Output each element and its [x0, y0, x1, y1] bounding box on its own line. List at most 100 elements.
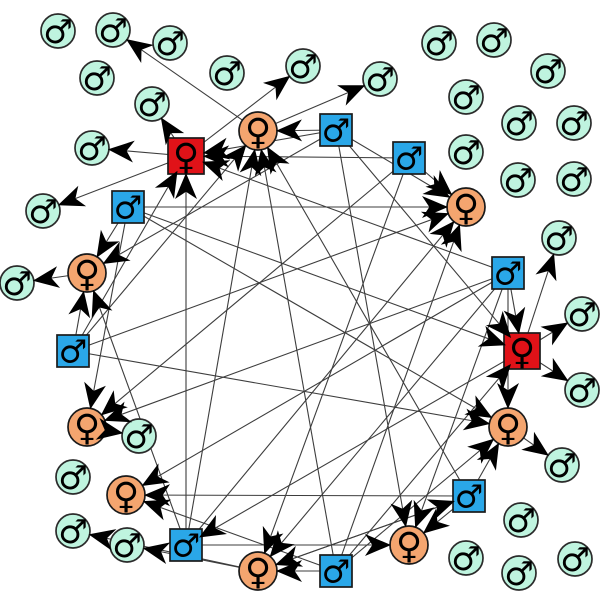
node-female-circle-orange[interactable]: ♀ — [488, 407, 528, 449]
arrowhead — [276, 119, 303, 142]
node-male-circle-cyan[interactable]: ♂ — [79, 59, 115, 98]
arrowhead — [96, 229, 120, 258]
node-male-circle-cyan[interactable]: ♂ — [40, 12, 76, 51]
node-female-circle-orange[interactable]: ♀ — [67, 253, 107, 295]
node-shape-circle — [362, 61, 398, 97]
arrowhead — [175, 173, 197, 199]
node-shape-square — [111, 190, 145, 224]
arrowhead — [413, 499, 435, 529]
node-shape-circle — [238, 111, 278, 151]
node-female-circle-orange[interactable]: ♀ — [238, 551, 278, 593]
arrowhead — [275, 545, 304, 567]
arrowhead — [88, 529, 117, 551]
node-male-square-blue[interactable]: ♂ — [169, 527, 203, 565]
arrowheads-layer — [32, 39, 569, 582]
node-female-circle-orange[interactable]: ♀ — [67, 407, 107, 449]
node-male-square-blue[interactable]: ♂ — [319, 112, 353, 150]
node-male-circle-cyan[interactable]: ♂ — [285, 47, 321, 86]
node-male-circle-cyan[interactable]: ♂ — [503, 501, 539, 540]
node-male-square-blue[interactable]: ♂ — [111, 189, 145, 227]
node-male-circle-cyan[interactable]: ♂ — [448, 133, 484, 172]
node-male-circle-cyan[interactable]: ♂ — [557, 540, 593, 579]
node-female-circle-orange[interactable]: ♀ — [389, 525, 429, 567]
edge — [86, 272, 509, 428]
node-shape-square — [169, 528, 203, 562]
node-male-circle-cyan[interactable]: ♂ — [152, 24, 188, 63]
arrowhead — [365, 534, 391, 556]
node-male-circle-cyan[interactable]: ♂ — [448, 78, 484, 117]
edge — [72, 206, 467, 352]
arrowhead — [126, 39, 154, 63]
edge — [127, 206, 509, 428]
node-shape-circle — [389, 525, 429, 565]
arrowhead — [239, 148, 262, 177]
node-female-circle-orange[interactable]: ♀ — [106, 475, 146, 517]
arrowhead — [521, 431, 549, 456]
arrowhead — [267, 146, 290, 175]
arrowhead — [199, 515, 227, 538]
node-shape-circle — [488, 407, 528, 447]
arrowhead — [202, 160, 231, 181]
node-male-circle-cyan[interactable]: ♂ — [556, 160, 592, 199]
node-male-circle-cyan[interactable]: ♂ — [109, 526, 145, 565]
node-female-square-red[interactable]: ♀ — [167, 137, 205, 178]
node-shape-circle — [448, 134, 484, 170]
node-male-circle-cyan[interactable]: ♂ — [556, 104, 592, 143]
node-male-square-blue[interactable]: ♂ — [56, 333, 90, 371]
arrowhead — [107, 140, 135, 163]
node-male-circle-cyan[interactable]: ♂ — [25, 192, 61, 231]
node-male-circle-cyan[interactable]: ♂ — [501, 554, 537, 593]
node-male-circle-cyan[interactable]: ♂ — [95, 11, 131, 50]
node-male-circle-cyan[interactable]: ♂ — [564, 371, 600, 410]
edge — [257, 130, 470, 497]
node-male-square-blue[interactable]: ♂ — [319, 553, 353, 591]
node-male-circle-cyan[interactable]: ♂ — [541, 219, 577, 258]
node-male-circle-cyan[interactable]: ♂ — [544, 446, 580, 485]
node-male-circle-cyan[interactable]: ♂ — [500, 161, 536, 200]
edge — [86, 157, 410, 428]
node-shape-circle — [67, 253, 107, 293]
edge — [257, 495, 470, 572]
edge — [86, 272, 187, 546]
node-male-circle-cyan[interactable]: ♂ — [530, 52, 566, 91]
node-male-circle-cyan[interactable]: ♂ — [362, 60, 398, 99]
node-shape-circle — [95, 12, 131, 48]
arrowhead — [221, 144, 247, 172]
arrowhead — [476, 442, 500, 471]
edge — [185, 130, 259, 546]
node-male-circle-cyan[interactable]: ♂ — [501, 104, 537, 143]
node-male-circle-cyan[interactable]: ♂ — [55, 512, 91, 551]
node-shape-circle — [285, 48, 321, 84]
edge — [257, 157, 410, 572]
arrowhead — [485, 364, 511, 391]
node-male-circle-cyan[interactable]: ♂ — [74, 129, 110, 168]
edge — [72, 155, 187, 352]
node-male-square-blue[interactable]: ♂ — [452, 478, 486, 516]
node-shape-circle — [564, 296, 600, 332]
arrowhead — [467, 438, 495, 464]
node-shape-circle — [0, 265, 35, 301]
node-shape-circle — [501, 105, 537, 141]
node-male-square-blue[interactable]: ♂ — [392, 140, 426, 178]
edge — [335, 206, 467, 572]
node-male-circle-cyan[interactable]: ♂ — [134, 85, 170, 124]
arrowhead — [254, 148, 277, 177]
node-male-circle-cyan[interactable]: ♂ — [448, 539, 484, 578]
node-shape-circle — [448, 79, 484, 115]
node-male-circle-cyan[interactable]: ♂ — [209, 54, 245, 93]
arrowhead — [420, 211, 450, 233]
edge — [335, 426, 509, 572]
node-shape-circle — [134, 86, 170, 122]
arrowhead — [84, 381, 106, 410]
node-male-square-blue[interactable]: ♂ — [491, 255, 525, 293]
arrowhead — [269, 530, 295, 558]
node-male-circle-cyan[interactable]: ♂ — [421, 24, 457, 63]
edge — [257, 130, 337, 572]
node-male-circle-cyan[interactable]: ♂ — [476, 21, 512, 60]
node-male-circle-cyan[interactable]: ♂ — [55, 458, 91, 497]
node-shape-circle — [421, 25, 457, 61]
node-male-circle-cyan[interactable]: ♂ — [564, 295, 600, 334]
node-male-circle-cyan[interactable]: ♂ — [0, 264, 35, 303]
arrowhead — [142, 542, 171, 564]
